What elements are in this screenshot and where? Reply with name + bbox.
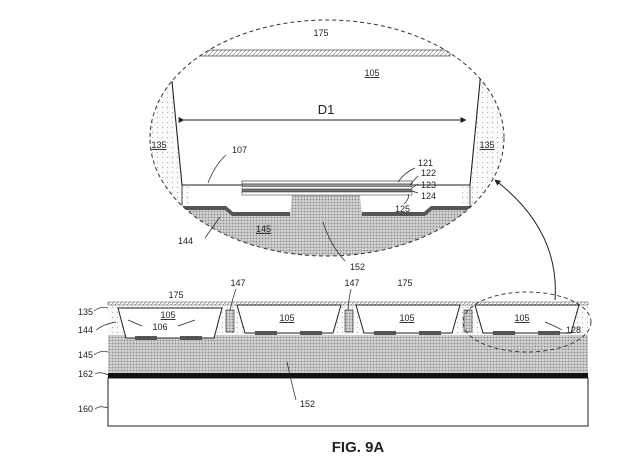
small-callout — [462, 291, 592, 353]
label-145: 145 — [256, 224, 271, 234]
cross-section: 135 144 145 162 160 175 175 147 147 105 … — [78, 278, 592, 427]
label-144: 144 — [78, 325, 93, 335]
layer-125 — [241, 191, 413, 196]
cavity-4 — [474, 304, 580, 335]
label-105-4: 105 — [514, 313, 529, 323]
label-123: 123 — [421, 180, 436, 190]
label-152: 152 — [350, 262, 365, 272]
label-105: 105 — [364, 68, 379, 78]
pillar-147-a — [225, 309, 235, 333]
magnify-arrow — [494, 179, 556, 301]
label-105-2: 105 — [279, 313, 294, 323]
layer-175 — [107, 301, 589, 306]
cavity-3 — [355, 304, 461, 335]
label-d1: D1 — [318, 102, 335, 117]
label-135: 135 — [78, 307, 93, 317]
label-175-a: 175 — [168, 290, 183, 300]
callout-boundary — [149, 19, 505, 257]
label-105-3: 105 — [399, 313, 414, 323]
label-162: 162 — [78, 369, 93, 379]
label-135-right: 135 — [479, 140, 494, 150]
label-144: 144 — [178, 236, 193, 246]
region-145 — [150, 195, 504, 256]
layer-175 — [199, 49, 451, 57]
label-175-b: 175 — [397, 278, 412, 288]
label-135-left: 135 — [151, 140, 166, 150]
label-128: 128 — [566, 325, 581, 335]
layer-124 — [241, 188, 413, 193]
label-147-a: 147 — [230, 278, 245, 288]
cavity-1 — [117, 307, 223, 340]
label-175: 175 — [313, 28, 328, 38]
magnified-callout: 175 105 D1 135 135 107 121 122 123 124 1… — [149, 19, 505, 272]
pillar-147-b — [344, 309, 354, 333]
label-152: 152 — [300, 399, 315, 409]
cavity-2 — [236, 304, 342, 335]
label-122: 122 — [421, 168, 436, 178]
label-106: 106 — [152, 322, 167, 332]
label-125: 125 — [395, 204, 410, 214]
label-147-b: 147 — [344, 278, 359, 288]
layer-144 — [180, 206, 290, 216]
substrate-160 — [107, 377, 589, 427]
label-105-1: 105 — [160, 310, 175, 320]
label-124: 124 — [421, 191, 436, 201]
figure-title: FIG. 9A — [332, 439, 385, 456]
layer-122 — [241, 183, 413, 187]
layer-121 — [241, 180, 413, 185]
layer-162 — [108, 373, 588, 378]
label-145: 145 — [78, 350, 93, 360]
layer-123 — [241, 186, 413, 190]
label-160: 160 — [78, 404, 93, 414]
pillar-147-c — [463, 309, 473, 333]
label-107: 107 — [232, 145, 247, 155]
label-121: 121 — [418, 158, 433, 168]
